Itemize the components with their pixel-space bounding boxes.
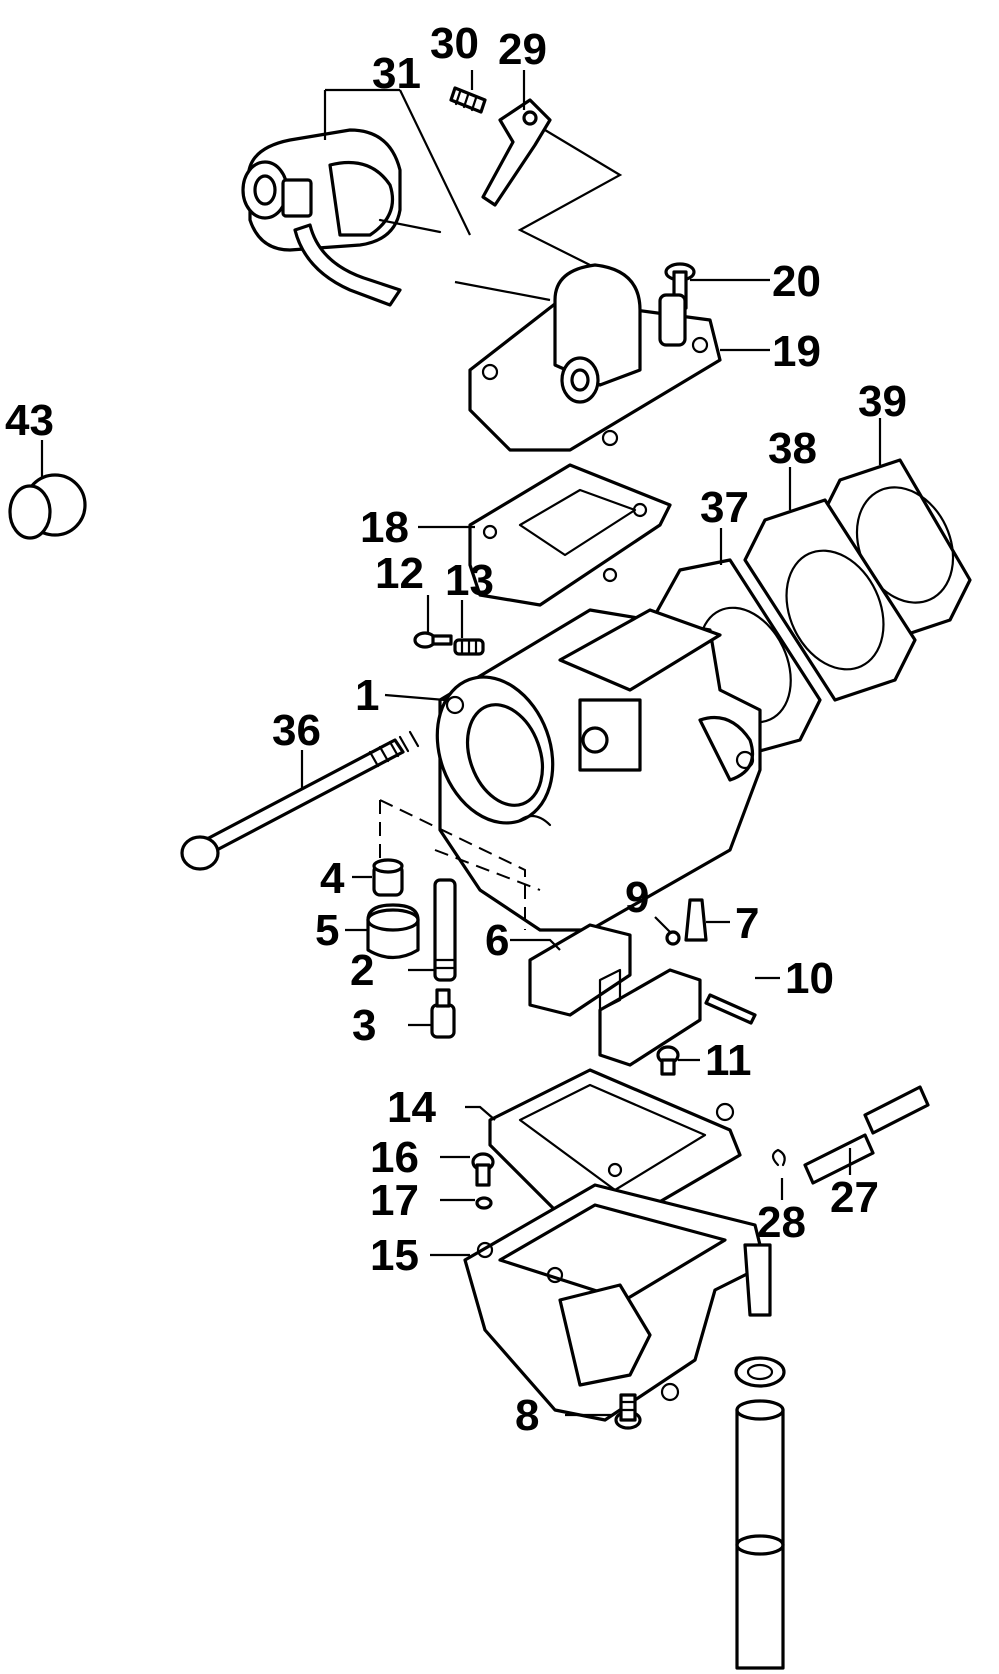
leader-31: [399, 89, 471, 236]
callout-3: 3: [352, 1001, 376, 1050]
callout-19: 19: [772, 327, 821, 376]
part-4-jet: [372, 858, 404, 897]
part-7-needle: [684, 898, 708, 942]
callout-27: 27: [830, 1173, 879, 1222]
part-38-gasket: [743, 498, 917, 702]
part-28-clip: [771, 1148, 786, 1167]
callout-11: 11: [705, 1036, 752, 1085]
callout-4: 4: [320, 854, 345, 903]
part-8-screw: [614, 1393, 642, 1430]
leader-31-b: [454, 280, 551, 302]
callout-17: 17: [370, 1176, 419, 1225]
part-18-gasket: [468, 463, 672, 607]
assembly-dashed-line-2: [379, 799, 526, 930]
callout-16: 16: [370, 1133, 419, 1182]
leader-9: [654, 916, 671, 933]
callout-15: 15: [370, 1231, 419, 1280]
callout-31: 31: [372, 49, 421, 98]
callout-30: 30: [430, 19, 479, 68]
callout-38: 38: [768, 424, 817, 473]
callout-10: 10: [785, 954, 834, 1003]
part-1-carburetor-body: [435, 608, 762, 932]
part-17-oring: [475, 1196, 493, 1210]
callout-12: 12: [375, 549, 424, 598]
callout-43: 43: [5, 396, 54, 445]
part-11-screw: [656, 1045, 680, 1076]
part-3-jet: [430, 988, 456, 1039]
leader-14: [465, 1105, 496, 1121]
callout-1: 1: [355, 671, 379, 720]
part-15-float-chamber: [463, 1183, 772, 1422]
callout-37: 37: [700, 483, 749, 532]
callout-6: 6: [485, 916, 509, 965]
part-2-tube: [433, 878, 457, 982]
part-9-ball: [665, 930, 681, 946]
callout-18: 18: [360, 503, 409, 552]
part-30-screw: [449, 86, 487, 114]
part-10-pin: [704, 993, 757, 1025]
callout-5: 5: [315, 906, 339, 955]
part-31-sensor: [241, 88, 442, 307]
fuel-hose: [735, 1399, 785, 1670]
callout-13: 13: [445, 556, 494, 605]
part-43-plug: [8, 473, 87, 540]
part-27-hoses: [803, 1085, 930, 1185]
part-6-float: [528, 923, 702, 1067]
callout-29: 29: [498, 25, 547, 74]
callout-8: 8: [515, 1391, 539, 1440]
callout-28: 28: [757, 1198, 806, 1247]
leader-6: [510, 938, 561, 951]
part-14-gasket: [488, 1068, 742, 1227]
callout-20: 20: [772, 257, 821, 306]
leader-1: [384, 693, 446, 702]
part-12-screw: [413, 631, 453, 649]
part-36-bolt: [180, 730, 420, 871]
callout-2: 2: [350, 946, 374, 995]
assembly-dashed-line-3: [434, 849, 541, 891]
part-29-lever: [481, 98, 552, 207]
callout-39: 39: [858, 377, 907, 426]
callout-14: 14: [387, 1083, 436, 1132]
part-5-cap: [366, 903, 420, 960]
callout-9: 9: [625, 873, 649, 922]
hose-clamp: [734, 1356, 786, 1388]
part-13-spring: [453, 638, 485, 656]
leader-29-b: [517, 129, 623, 266]
part-16-screw: [471, 1152, 495, 1187]
part-19-cover: [468, 263, 722, 452]
callout-36: 36: [272, 706, 321, 755]
callout-7: 7: [735, 899, 759, 948]
